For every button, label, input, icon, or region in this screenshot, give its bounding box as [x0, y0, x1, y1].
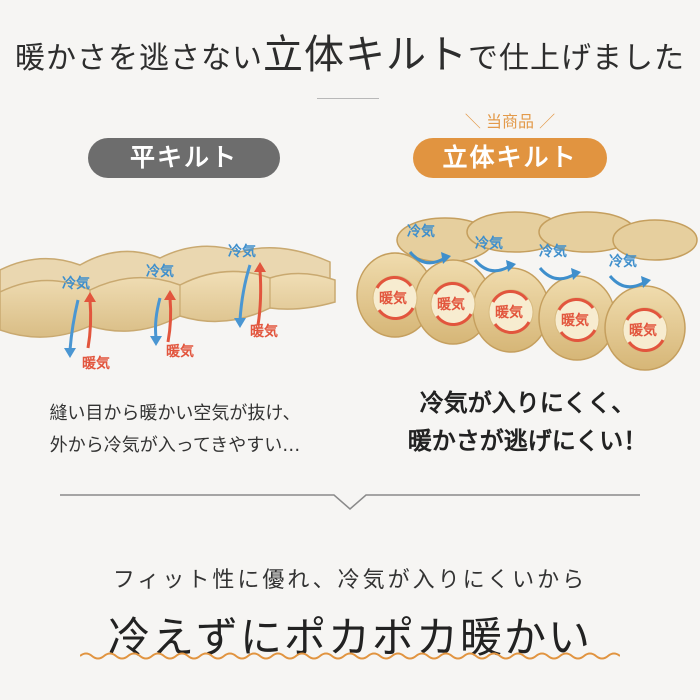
- warm-air-label: 暖気: [379, 290, 407, 307]
- flat-quilt-layer-front: [0, 270, 336, 338]
- title-part-2: 立体キルト: [263, 32, 468, 78]
- warm-air-label: 暖気: [250, 323, 278, 340]
- warm-arrowheads: [84, 262, 266, 302]
- cold-air-label: 冷気: [539, 243, 567, 260]
- current-product-tag: ＼ 当商品 ／: [464, 112, 556, 131]
- flat-quilt-label: 平キルト: [88, 138, 280, 178]
- cold-deflect-arrowheads: [441, 252, 651, 288]
- warm-circulation-arrows: [375, 275, 665, 353]
- cold-air-label: 冷気: [609, 253, 637, 270]
- title-part-1: 暖かさを逃さない: [15, 41, 263, 76]
- flat-quilt-caption: 縫い目から暖かい空気が抜け、 外から冷気が入ってきやすい…: [0, 398, 350, 462]
- flat-quilt-caption-line-1: 縫い目から暖かい空気が抜け、: [49, 403, 301, 424]
- warm-air-label: 暖気: [629, 322, 657, 339]
- title-part-3: で仕上げました: [468, 41, 685, 76]
- tube-cores: [372, 275, 668, 353]
- warm-air-label: 暖気: [437, 296, 465, 313]
- cold-air-label: 冷気: [62, 275, 90, 292]
- cold-air-label: 冷気: [146, 263, 174, 280]
- headline-underline: [80, 652, 620, 660]
- 3d-quilt-caption: 冷気が入りにくく、 暖かさが逃げにくい！: [355, 384, 700, 460]
- 3d-quilt-label: 立体キルト: [413, 138, 607, 178]
- warm-air-arrows: [86, 269, 263, 349]
- warm-air-label: 暖気: [82, 355, 110, 372]
- bottom-subtitle: フィット性に優れ、冷気が入りにくいから: [112, 568, 588, 593]
- 3d-quilt-illustration: 冷気 冷気 冷気 冷気 暖気 暖気 暖気 暖気 暖気: [356, 211, 698, 371]
- current-product-label: 当商品: [485, 112, 534, 131]
- cold-air-label: 冷気: [228, 243, 256, 260]
- 3d-quilt-caption-line-1: 冷気が入りにくく、: [419, 389, 636, 417]
- warm-air-label: 暖気: [166, 343, 194, 360]
- warm-air-label: 暖気: [561, 312, 589, 329]
- cold-air-label: 冷気: [407, 223, 435, 240]
- quilt-back-row: [396, 211, 698, 263]
- warm-air-label: 暖気: [495, 304, 523, 321]
- cold-air-arrows: [68, 264, 252, 351]
- page-title: 暖かさを逃さない立体キルトで仕上げました: [0, 22, 700, 80]
- 3d-quilt-caption-line-2: 暖かさが逃げにくい！: [407, 427, 648, 455]
- cold-deflect-arrows: [408, 251, 646, 289]
- cold-air-label: 冷気: [475, 235, 503, 252]
- section-divider: [60, 494, 640, 510]
- flat-quilt-caption-line-2: 外から冷気が入ってきやすい…: [49, 435, 301, 456]
- cold-arrowheads: [64, 318, 246, 358]
- flat-quilt-illustration: 冷気 冷気 冷気 暖気 暖気 暖気: [0, 243, 336, 372]
- title-divider: [317, 98, 379, 99]
